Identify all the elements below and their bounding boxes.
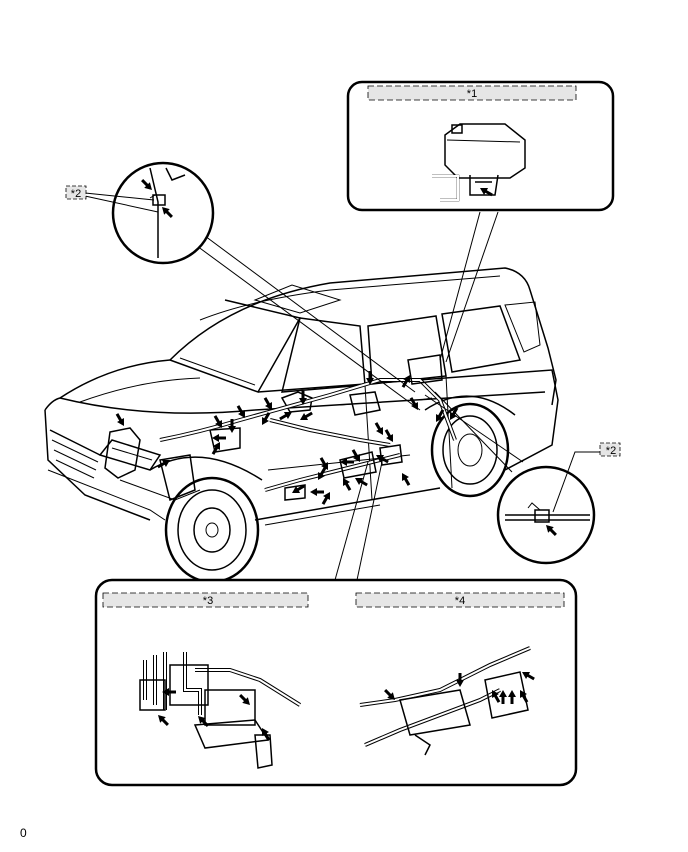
callout-4-label: *4 (455, 595, 465, 607)
detail-box-3-4: *3 *4 (94, 578, 578, 787)
arrow-marker (398, 471, 413, 488)
diagram-code: 0 (20, 826, 27, 840)
front-wheel (149, 456, 263, 584)
detail-box-1: *1 (346, 80, 615, 212)
arrow-marker (209, 440, 224, 457)
arrow-marker (372, 420, 387, 437)
callout-3-label: *3 (203, 595, 213, 607)
arrow-marker (310, 488, 324, 496)
arrow-marker (382, 427, 397, 444)
detail-3: *3 (102, 592, 309, 769)
vehicle-illustration (44, 267, 559, 584)
callout-1-label: *1 (467, 88, 477, 100)
detail-circle-2-left: *2 (65, 161, 215, 265)
callout-2-left-label: *2 (71, 188, 81, 200)
arrow-marker (113, 411, 128, 428)
arrow-marker (212, 434, 226, 442)
detail-circle-2-right: *2 (496, 442, 621, 565)
rear-wheel (424, 395, 516, 498)
leader-lines (196, 211, 524, 581)
detail-4: *4 (355, 592, 565, 756)
arrow-marker (339, 476, 354, 493)
callout-2-right-label: *2 (606, 445, 616, 457)
